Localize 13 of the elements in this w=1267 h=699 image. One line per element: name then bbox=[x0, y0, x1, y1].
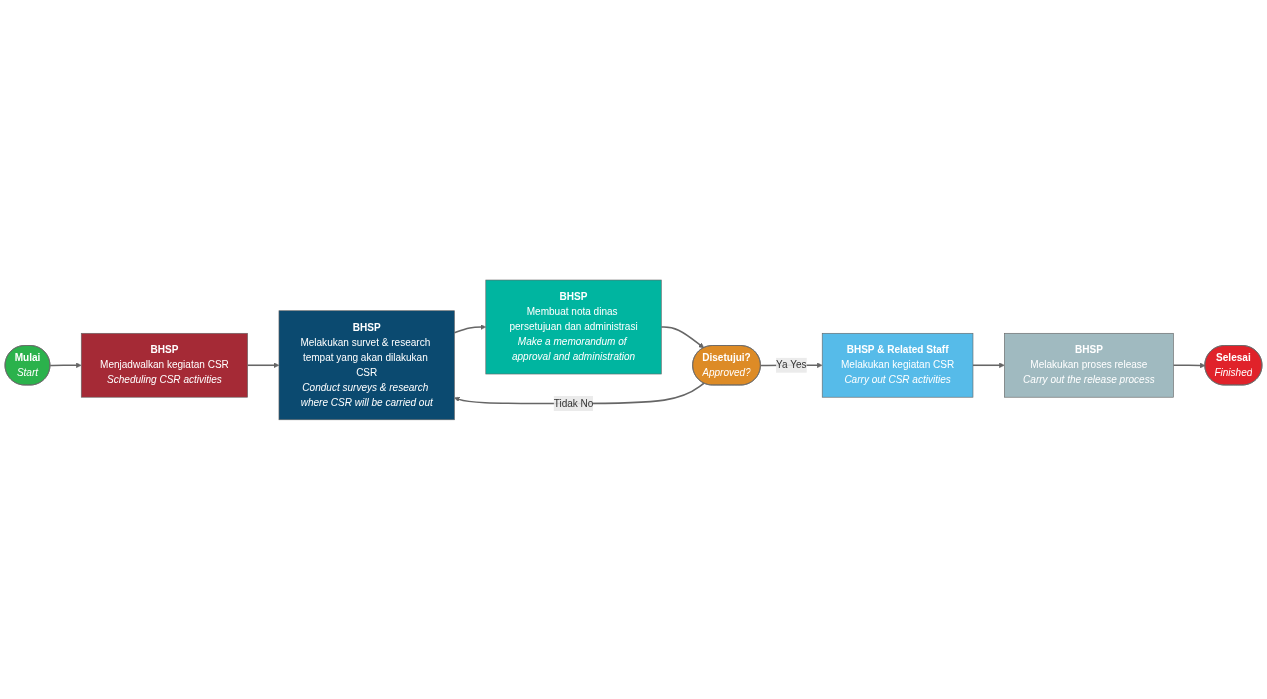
arrow bbox=[660, 325, 705, 348]
node-box: BHSP Melakukan survet & research tempat yang akan dilakukan CSR Conduct surveys & research where CSR will be carried out bbox=[278, 310, 455, 420]
arrow bbox=[246, 362, 280, 368]
edge-label: Tidak No bbox=[553, 397, 594, 409]
arrow bbox=[49, 362, 82, 368]
arrow bbox=[453, 323, 487, 334]
node-box: BHSP Membuat nota dinas persetujuan dan administrasi Make a memorandum of approval and administration bbox=[485, 279, 662, 374]
arrow bbox=[1172, 362, 1206, 368]
node-box: BHSP Melakukan proses release Carry out the release process bbox=[1004, 332, 1174, 398]
edge-label: Ya Yes bbox=[776, 359, 807, 370]
node-box: BHSP Menjadwalkan kegiatan CSR Scheduling CSR activities bbox=[80, 332, 248, 398]
node-box: BHSP & Related Staff Melakukan kegiatan CSR Carry out CSR activities bbox=[821, 332, 974, 398]
arrow bbox=[972, 362, 1005, 368]
